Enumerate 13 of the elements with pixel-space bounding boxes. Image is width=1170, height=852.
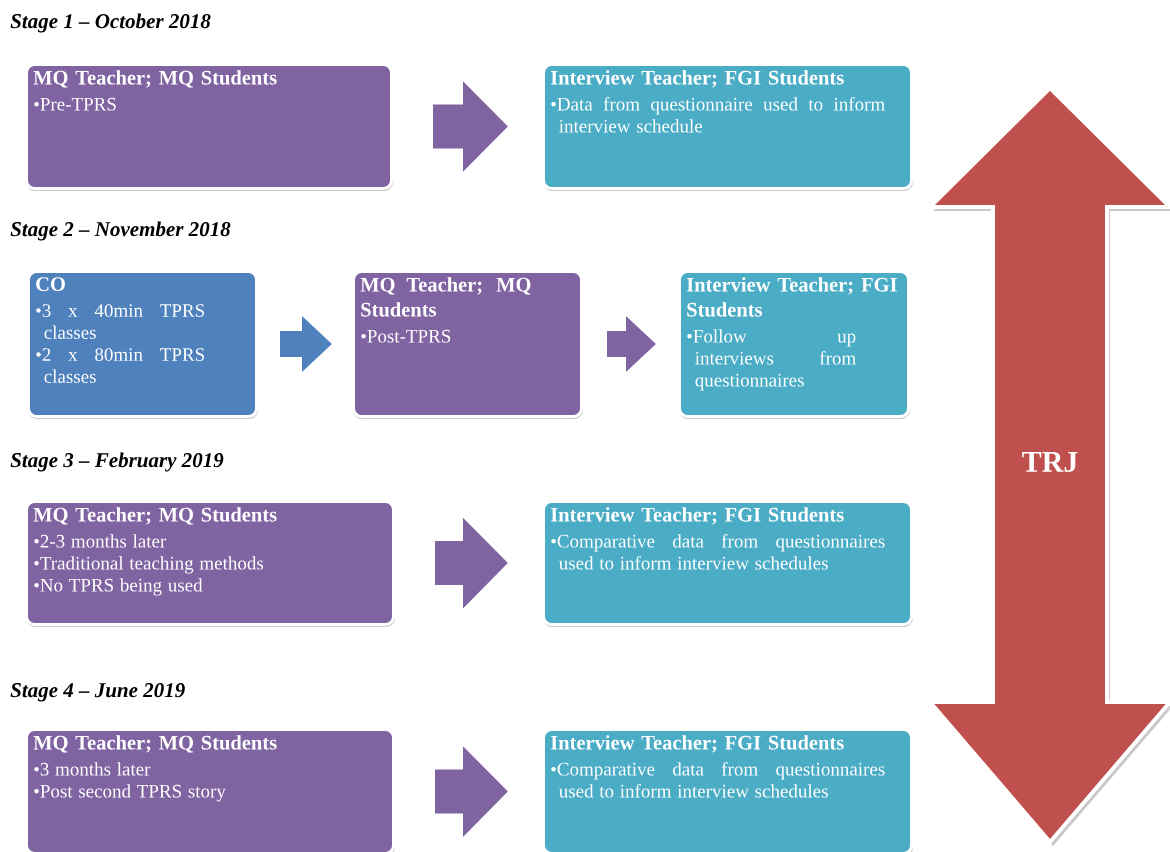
process-box: Interview Teacher; FGI Students •Data from questionnaire used to inform interview schedule: [542, 63, 913, 191]
process-box: MQ Teacher; MQ Students •2-3 months later •Traditional teaching methods •No TPRS being used: [25, 500, 395, 627]
stage-heading: Stage 4 – June 2019: [10, 683, 185, 702]
stage-heading: Stage 3 – February 2019: [10, 452, 224, 472]
stage-heading: Stage 2 – November 2018: [10, 221, 231, 241]
process-box: Interview Teacher; FGI Students •Comparative data from questionnaires used to inform interview schedules: [542, 728, 913, 852]
process-box: MQ Teacher; MQ Students •3 months later •Post second TPRS story: [25, 728, 395, 852]
process-box: Interview Teacher; FGI Students •Comparative data from questionnaires used to inform interview schedules: [542, 500, 913, 627]
process-box: CO •3 x 40min TPRS classes •2 x 80min TPRS classes: [27, 270, 258, 419]
process-box: Interview Teacher; FGI Students •Follow up interviews from questionnaires: [678, 270, 910, 419]
process-box: MQ Teacher; MQ Students •Post-TPRS: [352, 270, 583, 419]
process-box: MQ Teacher; MQ Students •Pre-TPRS: [25, 63, 393, 191]
stage-heading: Stage 1 – October 2018: [10, 13, 211, 33]
